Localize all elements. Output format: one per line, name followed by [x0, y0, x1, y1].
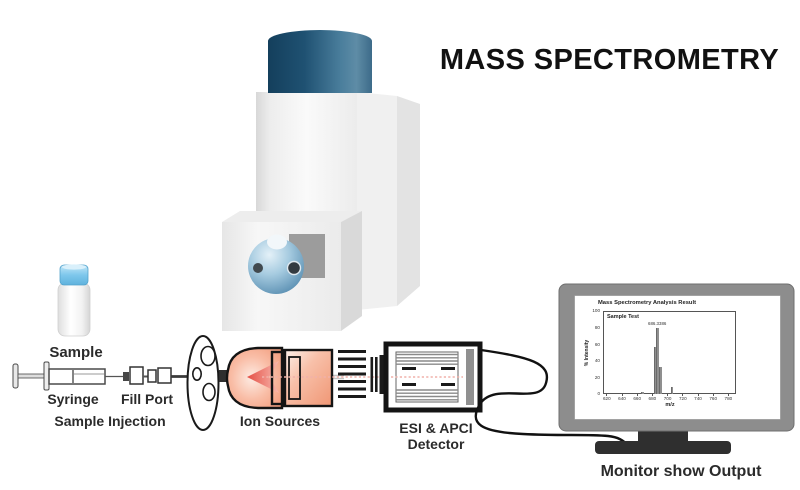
injection-disc-hole-top: [200, 345, 216, 367]
sample-label: Sample: [49, 344, 103, 361]
injection-disc: [186, 335, 220, 431]
vacuum-cylinder: [268, 30, 372, 93]
x-axis-tick-mark: [697, 394, 699, 397]
x-axis-tick-mark: [667, 394, 669, 397]
fill-port-fitting-1: [129, 366, 144, 385]
chart-annotation: Sample Test: [607, 313, 639, 320]
lens-rod: [379, 355, 384, 394]
monitor-chart: Mass Spectrometry Analysis Result Sample…: [575, 296, 780, 419]
syringe-plunger-cap: [12, 363, 19, 389]
detector-label-line2: Detector: [407, 436, 465, 452]
vial-cap-top: [62, 264, 86, 270]
capillary-connector: [219, 370, 230, 382]
fill-port: [123, 366, 172, 385]
x-axis-tick-label: 780: [724, 395, 733, 401]
lens-rod: [375, 357, 378, 392]
spectrum-bar: [658, 367, 662, 394]
y-axis-tick-label: 100: [592, 308, 600, 314]
fill-port-label: Fill Port: [120, 391, 174, 407]
x-axis-tick-label: 640: [618, 395, 626, 401]
inlet-port-dot-right: [286, 260, 302, 276]
machine-side-panel: [397, 96, 420, 306]
chart-title: Mass Spectrometry Analysis Result: [597, 300, 697, 306]
x-axis-tick-mark: [606, 394, 608, 397]
vial-body: [57, 282, 91, 337]
x-axis-tick-label: 740: [694, 395, 702, 401]
ion-sources-label: Ion Sources: [239, 413, 321, 429]
x-axis-tick-label: 660: [633, 395, 642, 401]
y-axis-tick-label: 20: [594, 374, 600, 380]
x-axis-tick-mark: [682, 394, 684, 397]
y-axis-tick-label: 80: [594, 325, 600, 330]
detector-readout-bar: [466, 349, 474, 405]
y-axis-tick-label: 60: [594, 341, 600, 347]
y-axis-tick-label: 40: [594, 358, 600, 364]
ion-source-inner-plate: [288, 356, 301, 400]
sample-compartment-side: [341, 211, 362, 331]
x-axis-tick-label: 720: [678, 395, 687, 401]
syringe-plunger-rod: [17, 373, 46, 379]
detector-electrodes: [402, 367, 455, 386]
mass-spectrometer-machine: [222, 30, 420, 331]
chart-plot-area: [603, 311, 736, 394]
sample-injection-label: Sample Injection: [54, 413, 166, 429]
machine-tower: [256, 92, 357, 219]
x-axis-tick-mark: [621, 394, 623, 397]
x-axis-tick-label: 760: [709, 395, 718, 401]
fill-port-fitting-2: [147, 369, 157, 383]
lens-stack: [338, 350, 384, 398]
lens-plate: [338, 350, 366, 353]
lens-plate: [338, 380, 366, 383]
spectrum-bar: [653, 346, 657, 394]
inlet-port-dot-left: [253, 263, 263, 273]
injection-disc-hole-left: [192, 366, 203, 381]
sample-vial: [57, 264, 91, 337]
monitor-base: [595, 441, 731, 454]
x-axis-label: m/z: [665, 402, 675, 408]
syringe-label: Syringe: [47, 391, 99, 407]
detector-label: ESI & APCI Detector: [374, 420, 498, 452]
ion-source-flange: [270, 350, 287, 406]
spectrum-bar: [670, 386, 674, 394]
detector-grid-lines: [396, 353, 458, 401]
fill-port-fitting-3: [157, 367, 172, 384]
lens-rod: [370, 357, 374, 392]
fill-port-nut: [123, 372, 129, 381]
ion-source-chamber: [282, 348, 334, 408]
spectrum-bar: [656, 327, 660, 394]
inlet-port-highlight: [267, 234, 287, 250]
lens-plate: [338, 372, 366, 376]
lens-plate: [338, 395, 366, 398]
lens-plate: [338, 365, 366, 368]
x-axis-tick-label: 700: [663, 395, 672, 401]
x-axis-tick-mark: [727, 394, 729, 397]
machine-bevel-face: [357, 92, 397, 310]
x-axis-tick-label: 620: [602, 395, 611, 401]
lens-plate: [338, 387, 366, 391]
page-title: MASS SPECTROMETRY: [439, 44, 780, 76]
peak-value-label: 686.3386: [648, 321, 667, 327]
x-axis-tick-label: 680: [648, 395, 657, 401]
monitor-label: Monitor show Output: [600, 463, 762, 480]
sample-compartment-top: [222, 211, 362, 222]
detector-label-line1: ESI & APCI: [399, 420, 473, 436]
injection-disc-hole-bottom: [202, 382, 216, 402]
inlet-port-circle: [248, 238, 304, 294]
y-axis-tick-label: 0: [597, 391, 600, 397]
detector: [383, 341, 483, 413]
x-axis-tick-mark: [636, 394, 638, 397]
x-axis-tick-mark: [712, 394, 714, 397]
syringe-barrel: [48, 368, 106, 385]
x-axis-tick-mark: [651, 394, 653, 397]
ion-source: [225, 346, 334, 410]
signal-cable: [474, 348, 632, 449]
syringe: [12, 361, 123, 391]
lens-plate: [338, 357, 366, 361]
spectrum-bar: [640, 391, 644, 394]
